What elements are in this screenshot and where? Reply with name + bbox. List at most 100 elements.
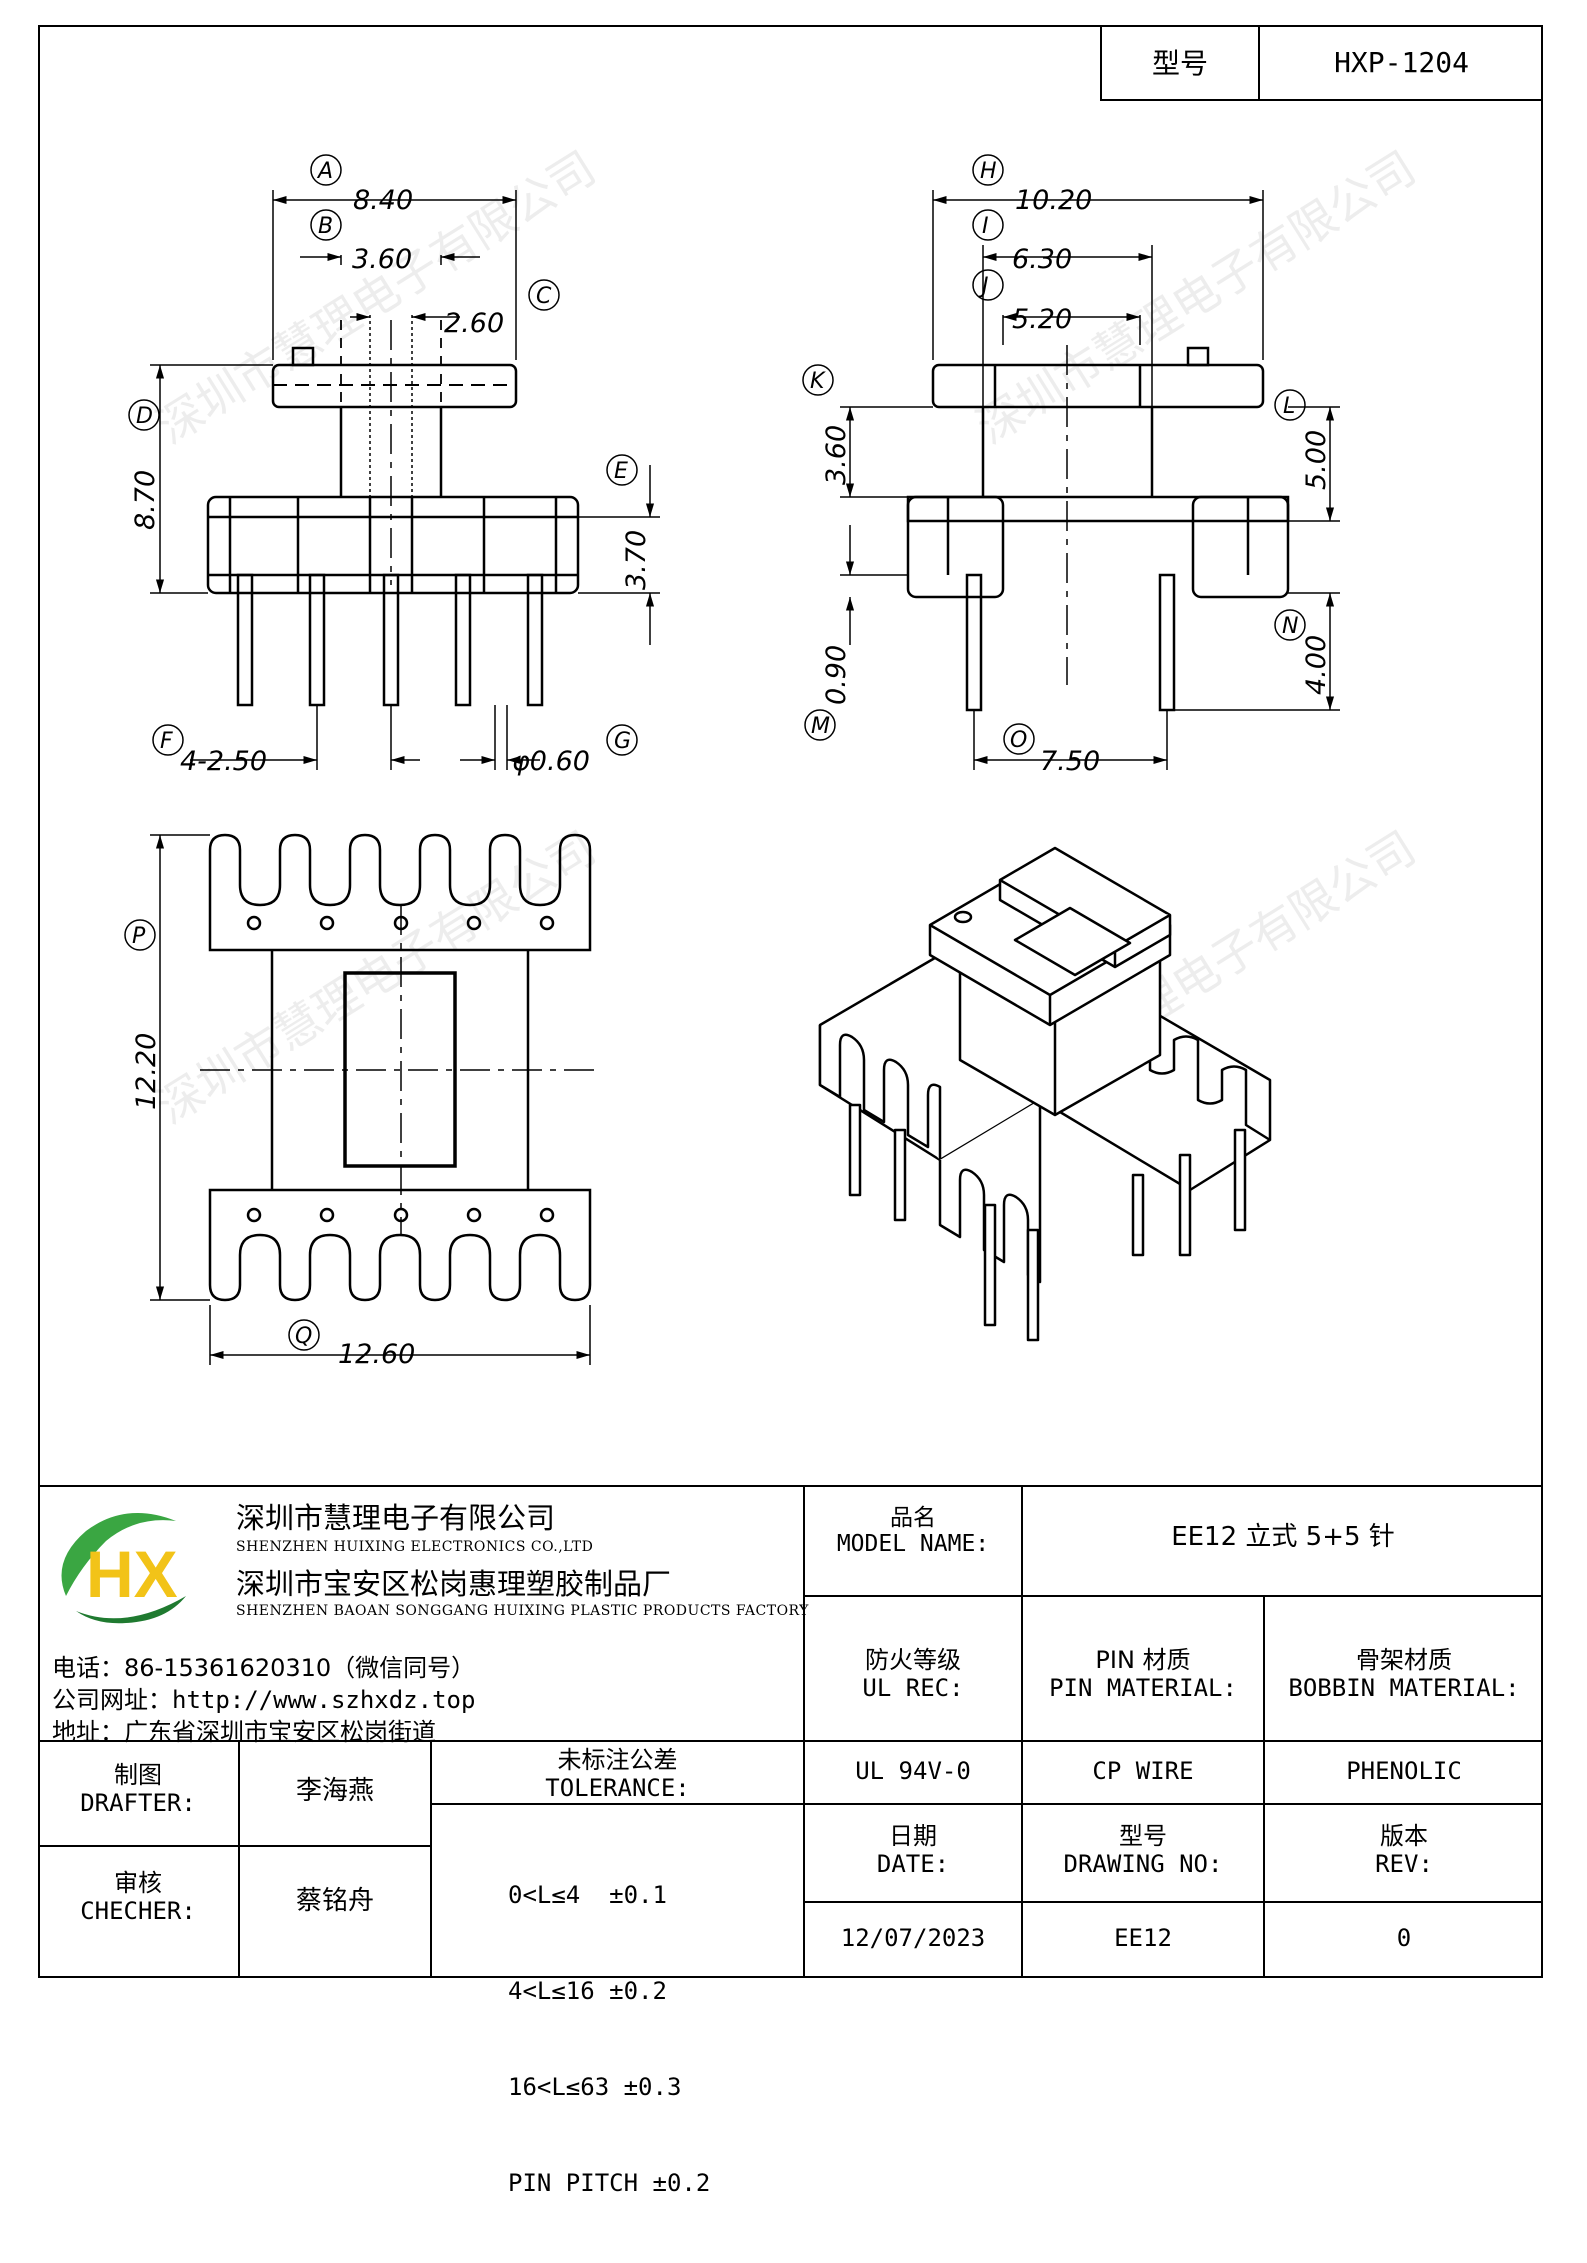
side-view-dimensions — [840, 190, 1340, 770]
label-M: M — [811, 714, 830, 739]
drawing-no-en: DRAWING NO: — [1063, 1849, 1223, 1878]
model-name-en: MODEL NAME: — [836, 1531, 990, 1558]
tolerance-row-3: 16<L≤63 ±0.3 — [508, 2073, 682, 2101]
ul-rec-heading: 防火等级 UL REC: — [805, 1646, 1021, 1702]
drawing-no-heading: 型号 DRAWING NO: — [1023, 1822, 1263, 1878]
dim-I: 6.30 — [1012, 244, 1072, 275]
pin-material-heading: PIN 材质 PIN MATERIAL: — [1023, 1646, 1263, 1702]
checker-cn: 审核 — [114, 1869, 162, 1897]
label-G: G — [614, 729, 631, 754]
model-name-heading: 品名 MODEL NAME: — [805, 1505, 1021, 1558]
dim-J: 5.20 — [1012, 304, 1072, 335]
model-name-cn: 品名 — [890, 1505, 936, 1531]
ul-rec-cn: 防火等级 — [865, 1646, 961, 1674]
label-Q: Q — [295, 1324, 312, 1349]
tolerance-heading: 未标注公差 TOLERANCE: — [432, 1746, 803, 1802]
model-number-label: 型号 — [1102, 25, 1260, 99]
rev-cn: 版本 — [1380, 1822, 1428, 1850]
logo-letters: HX — [86, 1537, 178, 1611]
company-name-en: SHENZHEN HUIXING ELECTRONICS CO.,LTD — [236, 1539, 594, 1555]
company-name-cn: 深圳市慧理电子有限公司 — [236, 1501, 556, 1535]
label-I: I — [982, 214, 989, 239]
rev-heading: 版本 REV: — [1265, 1822, 1543, 1878]
technical-drawing: 深圳市慧理电子有限公司 深圳市慧理电子有限公司 深圳市慧理电子有限公司 深圳市慧… — [124, 140, 1425, 1370]
tolerance-table: 0<L≤4 ±0.1 4<L≤16 ±0.2 16<L≤63 ±0.3 PIN … — [508, 1815, 710, 2263]
model-name-value: EE12 立式 5+5 针 — [1171, 1522, 1395, 1552]
bobbin-material-heading: 骨架材质 BOBBIN MATERIAL: — [1265, 1646, 1543, 1702]
dim-E: 3.70 — [621, 530, 652, 590]
front-view-dimensions — [150, 190, 660, 770]
dim-F: 4-2.50 — [180, 746, 267, 777]
company-logo: HX — [61, 1513, 186, 1624]
drawing-sheet-border — [38, 25, 1543, 1978]
pin-material-en: PIN MATERIAL: — [1049, 1673, 1237, 1702]
model-number-value: HXP-1204 — [1334, 45, 1469, 79]
rev-value: 0 — [1396, 1924, 1412, 1952]
drawing-no-value: EE12 — [1114, 1924, 1172, 1952]
label-D: D — [136, 404, 153, 429]
date-en: DATE: — [876, 1849, 950, 1878]
label-H: H — [980, 159, 997, 184]
label-B: B — [318, 214, 333, 239]
date-value: 12/07/2023 — [840, 1924, 986, 1952]
checker-en: CHECHER: — [80, 1896, 196, 1925]
ul-value: UL 94V-0 — [855, 1757, 971, 1785]
bobbin-material-en: BOBBIN MATERIAL: — [1288, 1673, 1520, 1702]
bottom-view-dimensions — [150, 834, 591, 1365]
ul-rec-en: UL REC: — [862, 1673, 964, 1702]
company-website[interactable]: 公司网址：http://www.szhxdz.top — [52, 1686, 476, 1714]
label-O: O — [1010, 728, 1027, 753]
factory-name-cn: 深圳市宝安区松岗惠理塑胶制品厂 — [236, 1567, 672, 1601]
checker-heading: 审核 CHECHER: — [38, 1869, 238, 1925]
label-C: C — [536, 284, 552, 309]
company-phone: 电话：86-15361620310（微信同号） — [52, 1654, 476, 1682]
dim-O: 7.50 — [1040, 746, 1100, 777]
drafter-cn: 制图 — [114, 1761, 162, 1789]
dim-A: 8.40 — [353, 185, 413, 216]
dim-D: 8.70 — [130, 470, 161, 530]
drafter-name: 李海燕 — [295, 1776, 374, 1806]
dim-B: 3.60 — [352, 244, 412, 275]
label-L: L — [1283, 394, 1295, 419]
title-block: HX 深圳市慧理电子有限公司 SHENZHEN HUIXING ELECTRON… — [38, 1485, 1543, 2197]
bottom-view-labels: P 12.20 Q 12.60 — [124, 919, 415, 1370]
model-number-box: 型号 HXP-1204 — [1100, 25, 1543, 101]
label-F: F — [160, 729, 173, 754]
label-K: K — [810, 369, 826, 394]
rev-en: REV: — [1375, 1849, 1433, 1878]
watermarks: 深圳市慧理电子有限公司 深圳市慧理电子有限公司 深圳市慧理电子有限公司 深圳市慧… — [147, 140, 1425, 1134]
tolerance-en: TOLERANCE: — [545, 1773, 690, 1802]
dim-G: φ0.60 — [512, 746, 590, 777]
tolerance-cn: 未标注公差 — [557, 1746, 678, 1774]
bobbin-material-cn: 骨架材质 — [1356, 1646, 1452, 1674]
drawing-no-cn: 型号 — [1119, 1822, 1167, 1850]
drafter-heading: 制图 DRAFTER: — [38, 1761, 238, 1817]
date-heading: 日期 DATE: — [805, 1822, 1021, 1878]
company-address: 地址：广东省深圳市宝安区松岗街道 — [52, 1718, 436, 1746]
front-view-labels: A 8.40 B 3.60 C 2.60 D 8.70 E 3.70 F 4-2… — [128, 154, 652, 777]
label-N: N — [1282, 614, 1298, 639]
dim-M: 0.90 — [821, 645, 852, 705]
isometric-view — [818, 846, 1272, 1342]
dim-C: 2.60 — [444, 308, 504, 339]
label-E: E — [614, 459, 628, 484]
label-J: J — [978, 274, 989, 299]
side-view-labels: H 10.20 I 6.30 J 5.20 K 3.60 L 5.00 M 0.… — [802, 154, 1332, 777]
tolerance-row-4: PIN PITCH ±0.2 — [508, 2169, 711, 2197]
factory-name-en: SHENZHEN BAOAN SONGGANG HUIXING PLASTIC … — [236, 1603, 809, 1619]
dim-P: 12.20 — [131, 1033, 162, 1110]
drafter-en: DRAFTER: — [80, 1788, 196, 1817]
bottom-view — [200, 833, 600, 1302]
tolerance-row-1: 0<L≤4 ±0.1 — [508, 1881, 667, 1909]
pin-material-cn: PIN 材质 — [1095, 1646, 1191, 1674]
watermark-3: 深圳市慧理电子有限公司 — [147, 820, 605, 1134]
dim-Q: 12.60 — [338, 1339, 415, 1370]
dim-N: 4.00 — [1301, 635, 1332, 695]
checker-name: 蔡铭舟 — [295, 1886, 374, 1916]
dim-K: 3.60 — [821, 425, 852, 485]
label-A: A — [316, 159, 333, 184]
side-view — [906, 345, 1290, 712]
date-cn: 日期 — [889, 1822, 937, 1850]
label-P: P — [132, 924, 146, 949]
bobbin-material-value: PHENOLIC — [1346, 1757, 1462, 1785]
